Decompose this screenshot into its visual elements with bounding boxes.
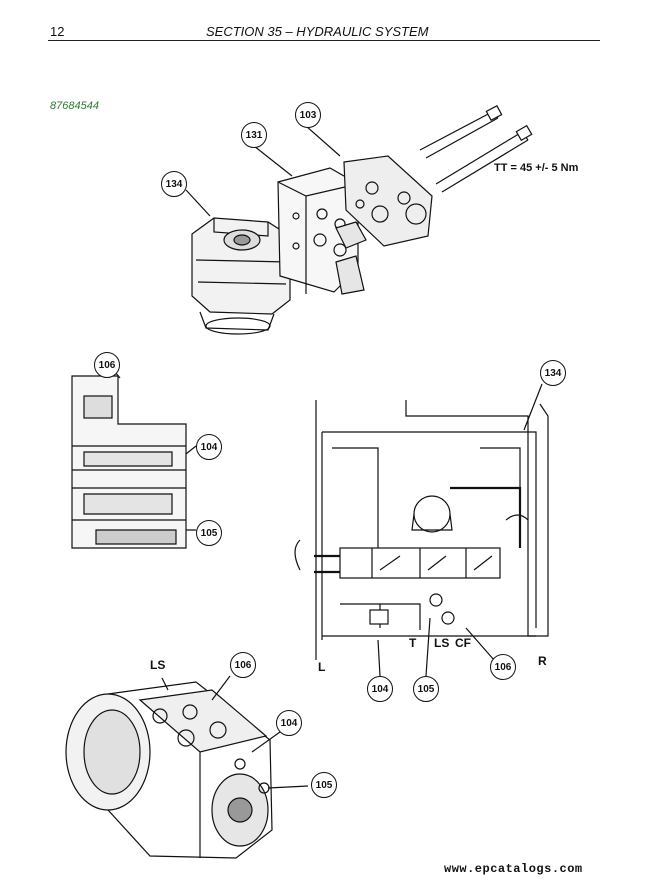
port-label-r: R — [538, 654, 547, 668]
callout-106-schematic: 106 — [490, 654, 516, 680]
port-label-ls-bottom: LS — [150, 658, 166, 672]
page-number: 12 — [50, 24, 65, 39]
callout-134-schematic: 134 — [540, 360, 566, 386]
port-label-ls: LS — [434, 636, 450, 650]
callout-106-bottom: 106 — [230, 652, 256, 678]
section-title: SECTION 35 – HYDRAULIC SYSTEM — [206, 24, 429, 39]
port-label-l: L — [318, 660, 326, 674]
callout-104-section: 104 — [196, 434, 222, 460]
callout-104-schematic: 104 — [367, 676, 393, 702]
callout-103: 103 — [295, 102, 321, 128]
callout-105-schematic: 105 — [413, 676, 439, 702]
steering-unit-perspective-illustration — [65, 675, 309, 859]
callout-131: 131 — [241, 122, 267, 148]
port-label-t: T — [409, 636, 417, 650]
hydraulic-schematic — [294, 383, 549, 677]
port-label-cf: CF — [455, 636, 471, 650]
valve-section-illustration — [71, 365, 197, 549]
callout-134: 134 — [161, 171, 187, 197]
callout-105-bottom: 105 — [311, 772, 337, 798]
watermark-url: www.epcatalogs.com — [444, 862, 583, 876]
callout-104-bottom: 104 — [276, 710, 302, 736]
steering-unit-exploded-illustration — [185, 104, 533, 335]
callout-106-section: 106 — [94, 352, 120, 378]
torque-label: TT = 45 +/- 5 Nm — [494, 162, 579, 174]
figure-reference: 87684544 — [50, 100, 99, 112]
header-rule — [48, 40, 600, 41]
callout-105-section: 105 — [196, 520, 222, 546]
